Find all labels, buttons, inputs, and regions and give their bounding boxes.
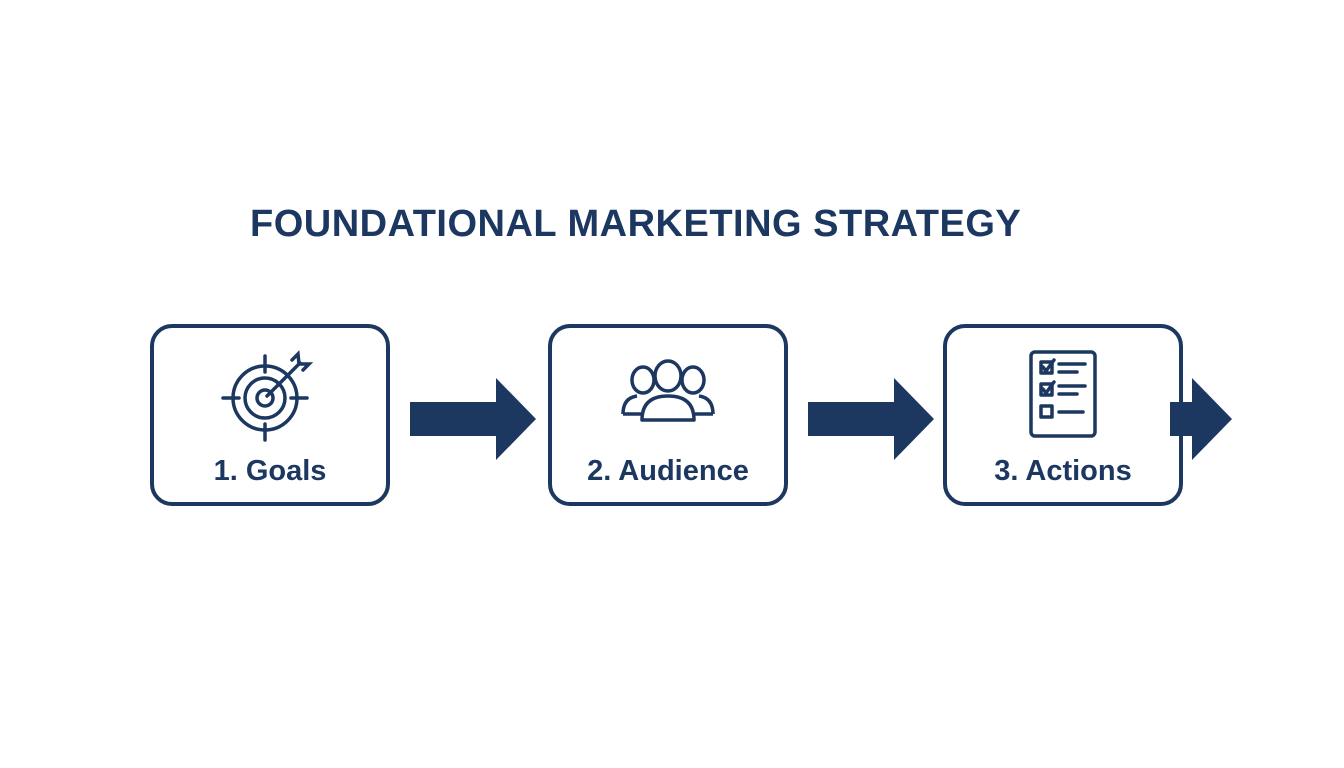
step-actions: 3. Actions (943, 324, 1183, 506)
target-icon (221, 350, 314, 442)
step-goals: 1. Goals (150, 324, 390, 506)
step-audience: 2. Audience (548, 324, 788, 506)
step-label: 1. Goals (213, 455, 327, 487)
arrow-right-icon (410, 378, 536, 460)
step-label: 3. Actions (994, 455, 1132, 487)
checklist-icon (1029, 350, 1097, 438)
step-label: 2. Audience (587, 455, 749, 487)
diagram-title: FOUNDATIONAL MARKETING STRATEGY (250, 203, 1022, 245)
people-group-icon (621, 359, 715, 422)
arrow-right-icon (808, 378, 934, 460)
arrow-right-icon (1170, 378, 1232, 460)
